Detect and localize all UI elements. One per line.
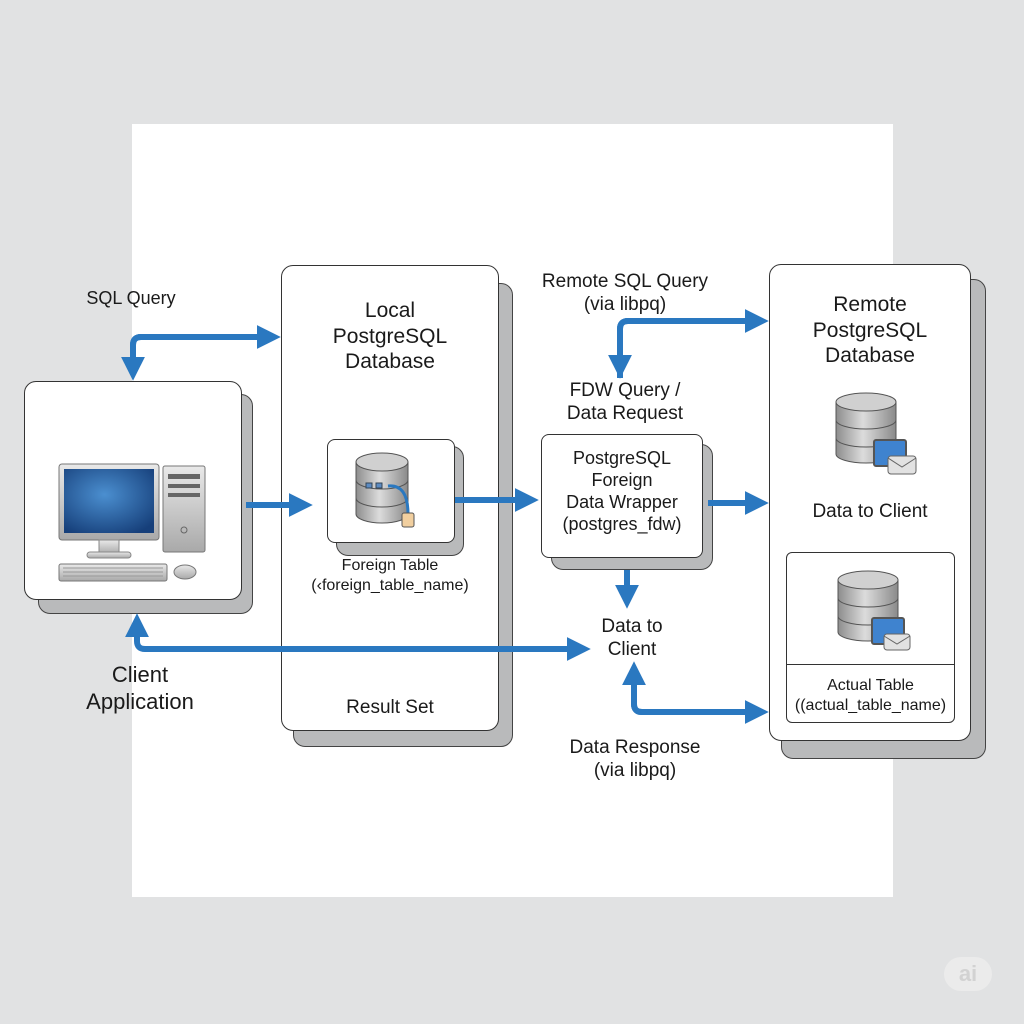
client-application-label: Client Application xyxy=(86,662,194,714)
fdw-query-label: FDW Query / Data Request xyxy=(566,380,684,425)
local-db-title: Local PostgreSQL Database xyxy=(332,299,448,374)
foreign-table-label: Foreign Table (‹foreign_table_name) xyxy=(311,557,469,594)
fdw-box[interactable] xyxy=(541,434,703,558)
watermark-badge: ai xyxy=(944,957,992,991)
remote-data-to-client-label: Data to Client xyxy=(812,501,928,522)
data-to-client-label: Data to Client xyxy=(601,616,663,661)
foreign-table-card[interactable] xyxy=(327,439,455,543)
client-box xyxy=(24,381,242,600)
actual-table-label: Actual Table ((actual_table_name) xyxy=(794,677,947,714)
desktop-computer-icon xyxy=(58,463,206,582)
remote-sql-query-label: Remote SQL Query (via libpq) xyxy=(541,271,709,316)
remote-db-title: Remote PostgreSQL Database xyxy=(812,293,928,368)
data-response-label: Data Response (via libpq) xyxy=(569,737,701,782)
database-monitor-icon xyxy=(835,392,917,475)
fdw-box-label: PostgreSQL Foreign Data Wrapper (postgre… xyxy=(562,448,682,534)
actual-table-divider xyxy=(787,664,954,665)
result-set-label: Result Set xyxy=(346,697,434,718)
database-plug-icon xyxy=(355,452,415,528)
sql-query-label: SQL Query xyxy=(86,288,176,308)
database-monitor-icon xyxy=(837,570,911,651)
